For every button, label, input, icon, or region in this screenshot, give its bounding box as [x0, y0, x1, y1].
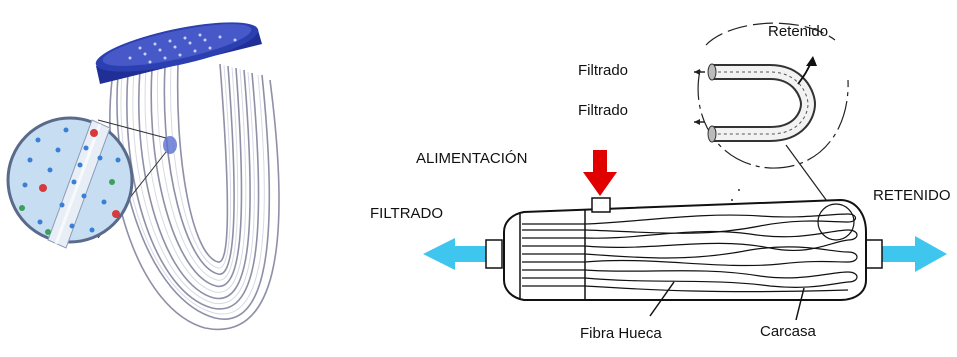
- label-alimentacion: ALIMENTACIÓN: [416, 150, 528, 167]
- label-retenido: Retenido: [768, 23, 829, 40]
- fiber-bundle-illustration: [6, 22, 280, 331]
- label-fibra-hueca: Fibra Hueca: [580, 325, 662, 342]
- label-carcasa: Carcasa: [760, 323, 816, 340]
- label-retenido-right: RETENIDO: [873, 188, 951, 203]
- module-shell: [423, 189, 947, 321]
- label-filtrado-top: Filtrado: [578, 62, 629, 79]
- feed-arrow: [583, 150, 617, 196]
- u-tube-detail: [694, 22, 849, 209]
- label-filtrado-left: FILTRADO: [370, 205, 444, 222]
- label-filtrado-bottom: Filtrado: [578, 102, 629, 119]
